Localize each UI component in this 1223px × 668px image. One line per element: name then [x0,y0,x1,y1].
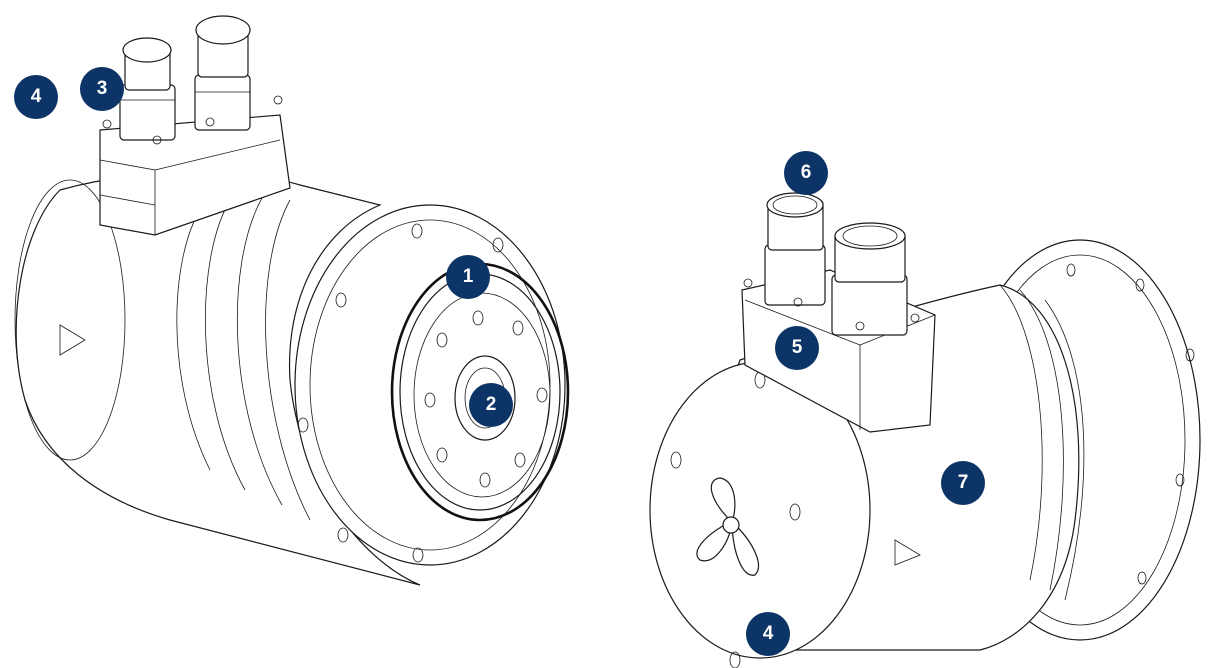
right-knob [696,477,760,576]
callout-2: 2 [469,383,513,427]
callout-4-left: 4 [14,75,58,119]
left-encoder [14,15,570,586]
callout-4-bottom: 4 [746,612,790,656]
left-cable-glands [119,15,251,141]
callout-6: 6 [784,151,828,195]
right-encoder [649,192,1201,668]
right-cable-glands [764,192,908,336]
callout-5: 5 [775,326,819,370]
callout-7: 7 [941,461,985,505]
left-shaft-holes [424,310,548,488]
callout-1: 1 [446,255,490,299]
left-flange-holes [297,223,504,563]
left-flange [294,204,566,566]
callout-3: 3 [80,67,124,111]
